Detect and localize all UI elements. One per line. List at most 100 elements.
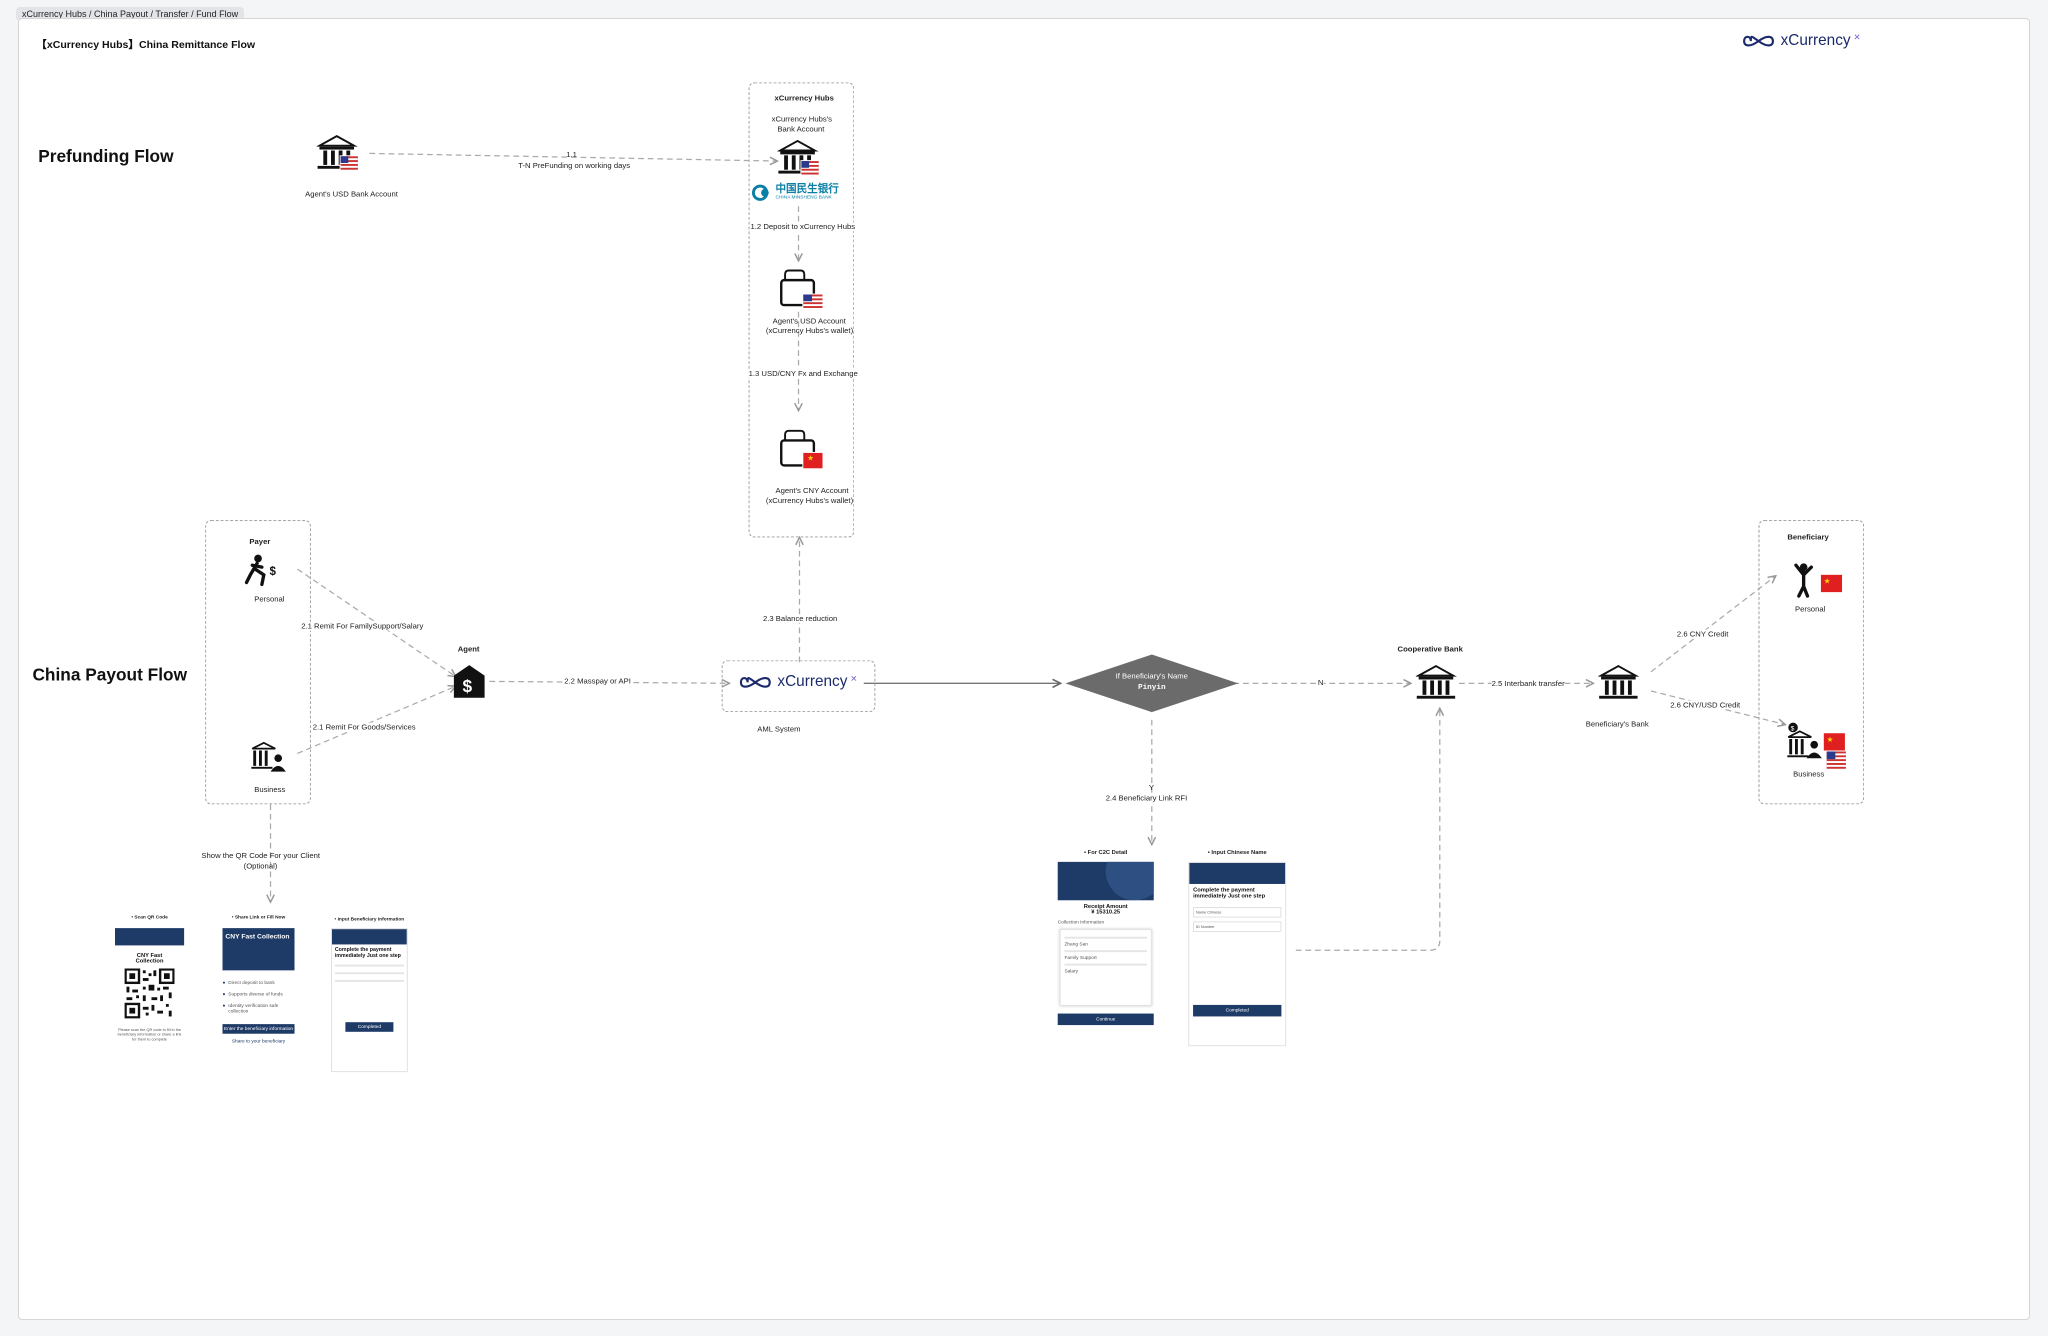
minsheng-en: CHINA MINSHENG BANK	[775, 194, 832, 201]
business-receive-icon: $ ★	[1787, 722, 1847, 770]
coop-bank[interactable]	[1414, 664, 1458, 707]
svg-text:$: $	[463, 676, 473, 696]
c2c-field-3: Salary	[1064, 968, 1079, 975]
cny-wallet-label-2: (xCurrency Hubs's wallet)	[765, 496, 854, 505]
step-1-1-num: 1.1	[566, 150, 577, 160]
share-link-screen: • Share Link or Fill Now CNY Fast Collec…	[222, 915, 295, 1048]
cn-heading: Complete the payment immediately Just on…	[1193, 887, 1266, 900]
beneficiary-box	[1758, 520, 1865, 805]
y-label: Y	[1148, 783, 1155, 792]
scan-note: Please scan the QR code to fill in the b…	[117, 1027, 182, 1042]
bank-icon	[315, 135, 359, 171]
cn-id-input[interactable]: ID Number	[1193, 921, 1282, 932]
payout-title: China Payout Flow	[32, 665, 188, 685]
cn-complete-button[interactable]: Completed	[1193, 1004, 1282, 1017]
hubs-bank-account[interactable]	[776, 139, 821, 182]
cn-name-screen: • Input Chinese Name Complete the paymen…	[1188, 850, 1287, 1047]
cn-header	[1189, 862, 1286, 884]
xcurrency-center-logo[interactable]: xCurrency ✕	[735, 673, 862, 691]
drop-icon: ●	[222, 979, 226, 986]
step-1-2: 1.2 Deposit to xCurrency Hubs	[750, 222, 856, 232]
bene-personal[interactable]: ★	[1790, 561, 1844, 604]
hubs-box	[748, 82, 855, 538]
shield-icon: ●	[222, 1003, 226, 1009]
cny-wallet[interactable]: ★	[779, 427, 825, 476]
diagram-board: 【xCurrency Hubs】China Remittance Flow xC…	[18, 18, 2030, 1320]
board-title: 【xCurrency Hubs】China Remittance Flow	[36, 39, 256, 51]
svg-text:★: ★	[1824, 576, 1831, 585]
bene-bank-label: Beneficiary's Bank	[1585, 719, 1649, 729]
c2c-receipt: Receipt Amount	[1083, 904, 1128, 910]
wallet-usd-icon	[780, 269, 824, 309]
agent-usd-bank-label: Agent's USD Bank Account	[305, 189, 398, 199]
agent-dollar-icon: $	[453, 665, 485, 698]
bank-icon	[1414, 664, 1457, 699]
n-label: N	[1317, 678, 1324, 688]
hubs-bank-label-2: Bank Account	[777, 124, 825, 134]
infinity-icon	[1743, 35, 1774, 47]
person-pay-icon: $	[244, 554, 277, 587]
c2c-field-1: Zhang San	[1064, 941, 1088, 948]
share-enter-button[interactable]: Enter the beneficiary information	[222, 1024, 295, 1034]
svg-text:$: $	[1791, 725, 1795, 732]
step-2-2: 2.2 Masspay or API	[564, 676, 631, 686]
hubs-box-title: xCurrency Hubs	[774, 93, 834, 103]
share-banner: CNY Fast Collection	[222, 928, 295, 971]
minsheng-cn: 中国民生银行	[775, 183, 839, 195]
input-heading: Complete the payment immediately Just on…	[334, 947, 401, 959]
agent-node[interactable]: $	[453, 664, 486, 703]
wallet-cny-icon: ★	[780, 429, 824, 470]
step-2-6a: 2.6 CNY Credit	[1676, 629, 1729, 639]
input-complete-button[interactable]: Completed	[345, 1022, 394, 1032]
c2c-title: • For C2C Detail	[1084, 850, 1128, 857]
brand-star-icon: ✕	[850, 673, 858, 683]
beneficiary-bank[interactable]	[1597, 664, 1640, 707]
scan-qr-title: • Scan QR Code	[131, 914, 168, 921]
payer-personal[interactable]: $	[244, 554, 283, 591]
bene-business[interactable]: $ ★	[1785, 722, 1848, 777]
decision-text-2: Pinyin	[1137, 683, 1166, 692]
c2c-continue-button[interactable]: Continue	[1057, 1013, 1154, 1026]
cny-wallet-label-1: Agent's CNY Account	[775, 486, 849, 496]
brand-star-icon: ✕	[1853, 31, 1861, 42]
qr-note-1: Show the QR Code For your Client	[201, 851, 321, 860]
step-2-1a: 2.1 Remit For FamilySupport/Salary	[301, 621, 424, 631]
agent-usd-bank[interactable]	[315, 134, 361, 177]
share-item-1: Direct deposit to bank	[228, 979, 275, 986]
share-item-3: Identity verification safe collection	[228, 1003, 279, 1015]
breadcrumb[interactable]: xCurrency Hubs / China Payout / Transfer…	[16, 7, 245, 21]
bank-icon	[1597, 664, 1640, 699]
arrow-1-1	[369, 152, 777, 161]
cn-name-input[interactable]: Name Chinese	[1193, 907, 1282, 918]
scan-qr-screen: • Scan QR Code CNY Fast Collection Pleas…	[115, 914, 185, 1042]
qr-note-2: (Optional)	[243, 861, 278, 871]
step-2-3: 2.3 Balance reduction	[763, 614, 838, 623]
breadcrumb-wrap: xCurrency Hubs / China Payout / Transfer…	[16, 4, 245, 22]
input-title: • Input Beneficiary Information	[334, 916, 405, 923]
step-2-5: 2.5 Interbank transfer	[1491, 679, 1565, 689]
payer-business[interactable]	[249, 741, 287, 778]
bank-icon	[776, 139, 820, 176]
xcurrency-center-name: xCurrency	[777, 673, 848, 691]
business-icon	[251, 741, 286, 772]
infinity-icon	[739, 676, 771, 688]
minsheng-icon	[751, 184, 769, 201]
step-2-4: 2.4 Beneficiary Link RFI	[1105, 793, 1188, 803]
bene-title: Beneficiary	[1787, 532, 1829, 542]
c2c-info: Collection Information	[1057, 919, 1105, 926]
c2c-banner	[1057, 861, 1154, 901]
arrow-2-6a	[1650, 576, 1776, 673]
brand-name: xCurrency	[1780, 32, 1851, 49]
decision-text-1: If Beneficiary's Name	[1115, 671, 1188, 681]
share-link[interactable]: Share to your beneficiary	[231, 1038, 286, 1045]
c2c-field-2: Family Support	[1064, 955, 1097, 961]
cn-title: • Input Chinese Name	[1207, 850, 1267, 857]
hubs-bank-label-1: xCurrency Hubs's	[771, 115, 833, 124]
usd-wallet[interactable]	[779, 267, 825, 316]
c2c-detail-screen: • For C2C Detail Receipt Amount ¥ 15310.…	[1057, 850, 1154, 1026]
svg-text:$: $	[270, 566, 277, 578]
input-header	[331, 929, 407, 945]
qr-code-icon[interactable]	[124, 968, 175, 1019]
payer-box	[205, 520, 311, 805]
svg-text:★: ★	[1827, 735, 1834, 744]
